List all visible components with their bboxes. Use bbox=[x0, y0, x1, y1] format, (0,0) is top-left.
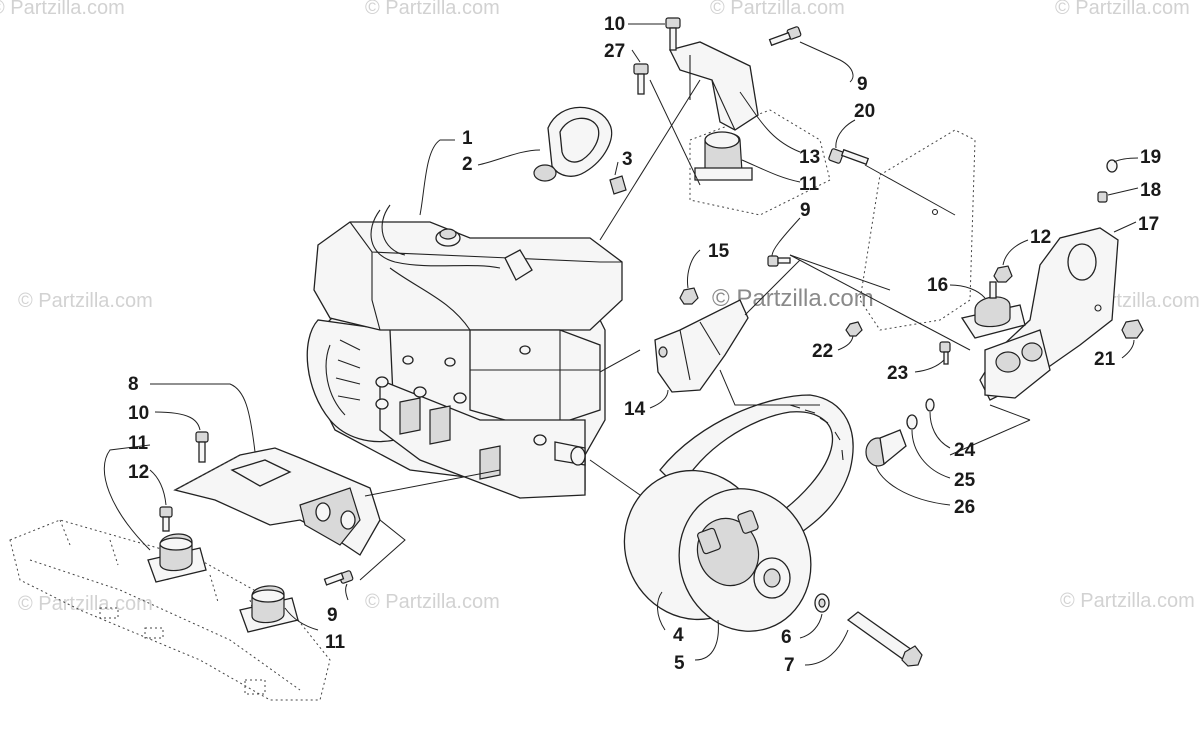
spacer-26 bbox=[865, 429, 907, 467]
callout-19: 19 bbox=[1140, 147, 1161, 168]
bolt-7 bbox=[846, 611, 923, 667]
watermark: © Partzilla.com bbox=[0, 0, 125, 19]
callout-5: 5 bbox=[674, 653, 685, 674]
nut-22 bbox=[845, 321, 863, 337]
callout-7: 7 bbox=[784, 655, 795, 676]
callouts: 1 2 3 4 5 6 7 8 9 9 9 10 10 11 11 11 12 … bbox=[128, 14, 1161, 676]
callout-25: 25 bbox=[954, 470, 976, 491]
washer-6 bbox=[814, 593, 830, 613]
upper-mount-bracket bbox=[669, 41, 831, 216]
callout-6: 6 bbox=[781, 627, 792, 648]
callout-14: 14 bbox=[624, 399, 646, 420]
rubber-mount-right bbox=[239, 585, 299, 633]
frame-rail bbox=[9, 519, 331, 701]
side-plate bbox=[859, 129, 976, 331]
callout-10-left: 10 bbox=[128, 403, 149, 424]
bolt-9-mid bbox=[767, 255, 791, 267]
bolt-9-top bbox=[768, 26, 802, 47]
callout-13: 13 bbox=[799, 147, 820, 168]
callout-12-rear: 12 bbox=[1030, 227, 1051, 248]
callout-27: 27 bbox=[604, 41, 625, 62]
washer-25 bbox=[906, 414, 918, 430]
callout-9-left: 9 bbox=[327, 605, 338, 626]
callout-17: 17 bbox=[1138, 214, 1159, 235]
bolt-12-left bbox=[159, 506, 173, 532]
washer-24 bbox=[925, 398, 935, 412]
watermark: © Partzilla.com bbox=[1060, 590, 1195, 612]
nut-12-rear bbox=[993, 265, 1013, 283]
callout-23: 23 bbox=[887, 363, 908, 384]
bolt-10-left bbox=[195, 431, 209, 463]
callout-1: 1 bbox=[462, 128, 473, 149]
grease-fitting bbox=[1097, 159, 1118, 203]
nut-15 bbox=[679, 287, 699, 305]
watermark: © Partzilla.com bbox=[365, 591, 500, 613]
bolt-9-left bbox=[323, 570, 354, 586]
callout-18: 18 bbox=[1140, 180, 1161, 201]
rubber-mount-left bbox=[147, 533, 207, 583]
rear-bracket bbox=[979, 227, 1119, 401]
callout-15: 15 bbox=[708, 241, 730, 262]
front-mount-plate bbox=[173, 447, 381, 556]
watermark: © Partzilla.com bbox=[18, 290, 153, 312]
center-bracket bbox=[654, 299, 749, 393]
watermark: © Partzilla.com bbox=[18, 593, 153, 615]
rubber-mount bbox=[960, 281, 1026, 339]
callout-2: 2 bbox=[462, 154, 473, 175]
engine bbox=[306, 204, 623, 499]
drive-clutch bbox=[623, 394, 854, 632]
callout-9-mid: 9 bbox=[800, 200, 811, 221]
watermark: © Partzilla.com bbox=[365, 0, 500, 19]
bolt-10-top bbox=[665, 17, 681, 51]
callout-20: 20 bbox=[854, 101, 875, 122]
bolt-27 bbox=[633, 63, 649, 95]
bolt-23 bbox=[939, 341, 951, 365]
callout-11-left: 11 bbox=[128, 433, 149, 454]
callout-11-top: 11 bbox=[799, 174, 820, 195]
nut-21 bbox=[1121, 319, 1144, 339]
starter-handle bbox=[533, 106, 613, 182]
callout-4: 4 bbox=[673, 625, 684, 646]
callout-3: 3 bbox=[622, 149, 633, 170]
watermark: © Partzilla.com bbox=[710, 0, 845, 19]
bolt-20 bbox=[828, 148, 870, 166]
callout-12-left: 12 bbox=[128, 462, 149, 483]
clip-3 bbox=[609, 175, 627, 195]
callout-16: 16 bbox=[927, 275, 948, 296]
callout-26: 26 bbox=[954, 497, 975, 518]
callout-9-top: 9 bbox=[857, 74, 868, 95]
callout-10-top: 10 bbox=[604, 14, 625, 35]
leader-lines bbox=[103, 23, 1139, 666]
callout-24: 24 bbox=[954, 440, 976, 461]
callout-8: 8 bbox=[128, 374, 139, 395]
callout-21: 21 bbox=[1094, 349, 1116, 370]
callout-11-right: 11 bbox=[325, 632, 346, 653]
callout-22: 22 bbox=[812, 341, 833, 362]
watermark: © Partzilla.com bbox=[1055, 0, 1190, 19]
